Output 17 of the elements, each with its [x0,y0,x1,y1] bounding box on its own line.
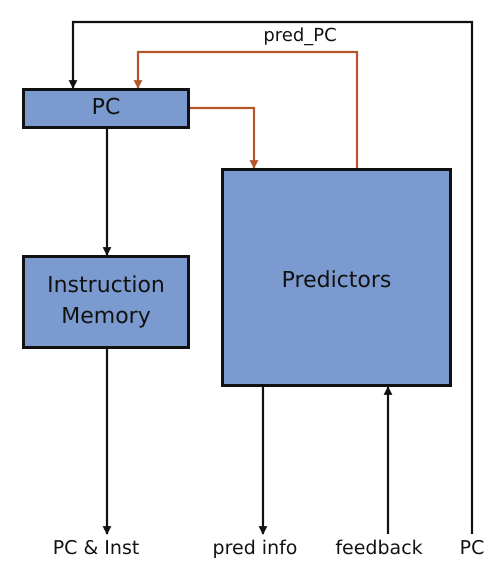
block-box [22,255,190,349]
block-box [22,88,190,129]
signal-label: pred info [212,536,298,561]
signal-label: PC & Inst [52,536,140,561]
block-box [221,168,452,387]
block-label: PC [92,94,120,122]
arrow [68,20,474,534]
signal-label: feedback [335,536,423,561]
block-label: Predictors [282,267,392,295]
arrow [190,106,258,169]
signal-label: PC [460,536,484,561]
arrow [384,386,392,534]
block-label: Instruction Memory [46,272,166,331]
arrow [258,387,268,535]
arrow [134,50,358,168]
arrow [102,349,112,535]
arrow [102,129,112,256]
